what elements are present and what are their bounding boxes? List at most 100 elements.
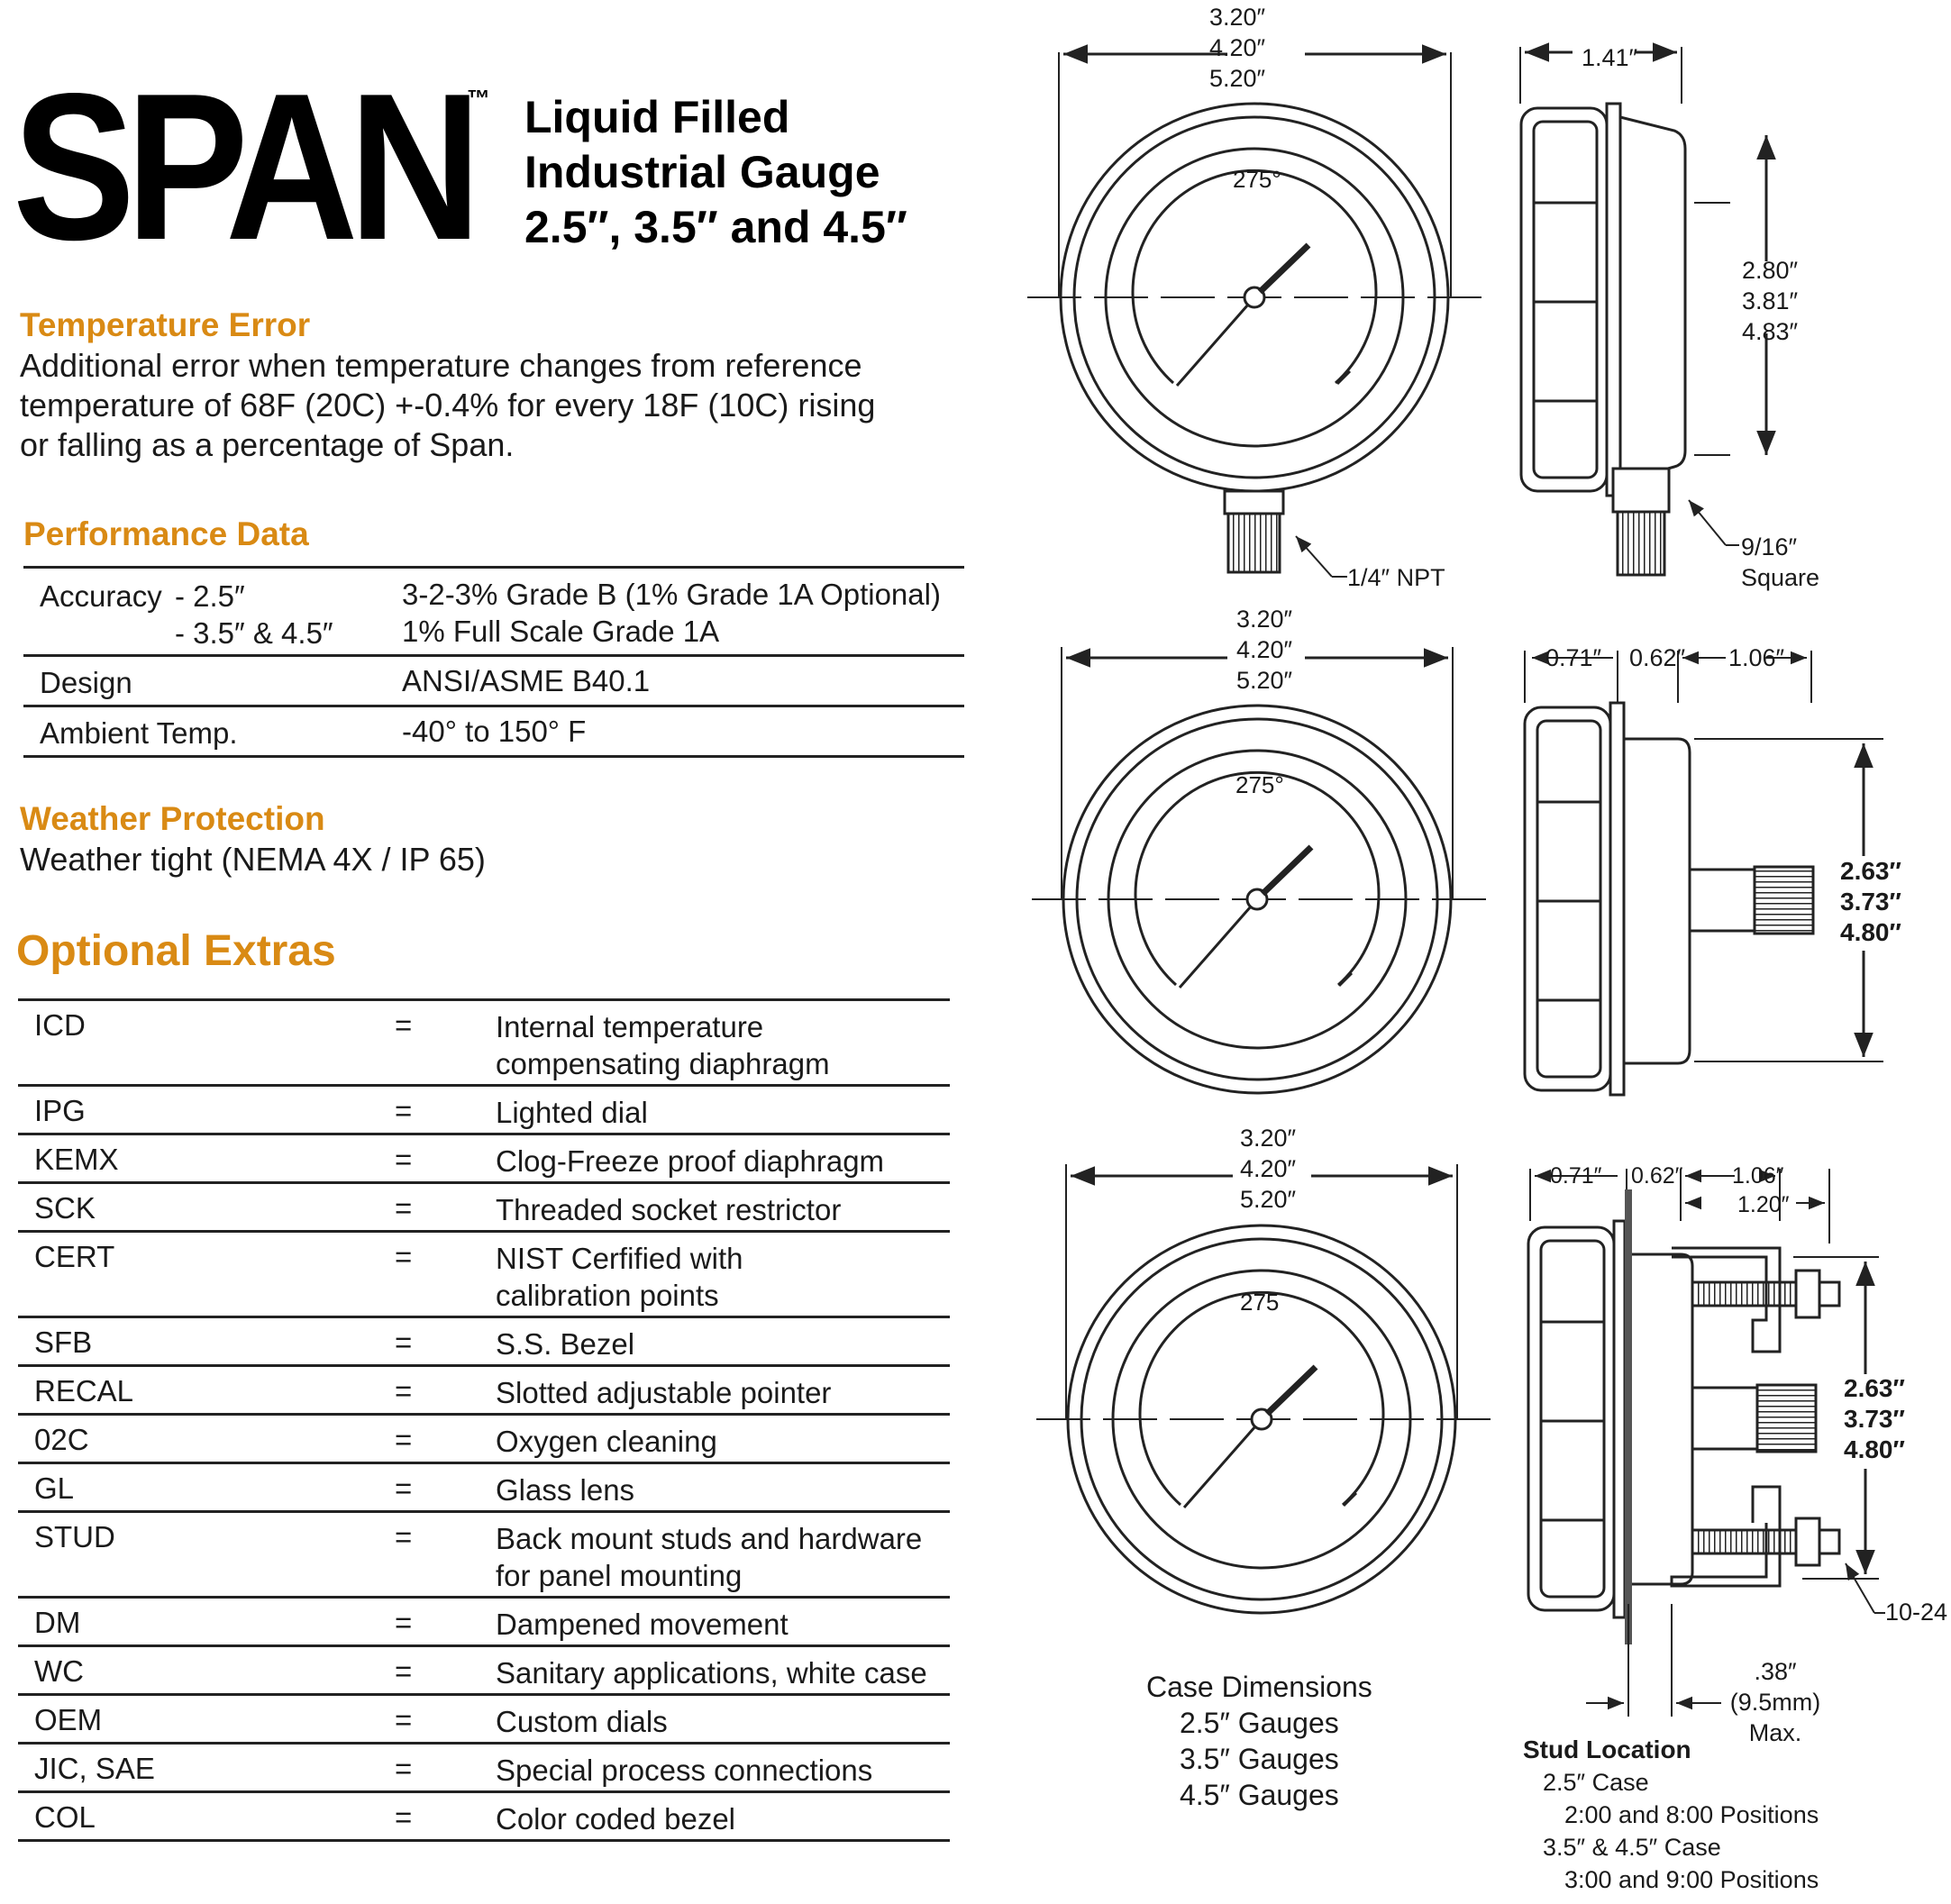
- extras-description-line: S.S. Bezel: [496, 1327, 635, 1361]
- dim-label: 4.83″: [1742, 318, 1799, 345]
- extras-row: WC=Sanitary applications, white case: [18, 1647, 950, 1696]
- extras-description-line: compensating diaphragm: [496, 1047, 830, 1080]
- stud-location-title: Stud Location: [1523, 1735, 1691, 1763]
- dim-label: 3.73″: [1844, 1405, 1905, 1433]
- caption-line: 2.5″ Gauges: [1179, 1707, 1339, 1739]
- dim-label: 2.63″: [1840, 857, 1901, 885]
- extras-equals: =: [395, 1471, 413, 1505]
- temperature-error-line: temperature of 68F (20C) +-0.4% for ever…: [20, 387, 876, 424]
- extras-equals: =: [395, 1800, 413, 1834]
- extras-equals: =: [395, 1240, 413, 1273]
- dim-label: .38″: [1754, 1658, 1797, 1685]
- dim-label: 5.20″: [1209, 65, 1266, 92]
- span-logo: SPAN: [13, 50, 481, 284]
- diameter-labels-middle: 3.20″ 4.20″ 5.20″: [1236, 604, 1292, 696]
- extras-code: COL: [34, 1800, 96, 1834]
- stud-thread-label: 10-24: [1885, 1599, 1948, 1626]
- extras-row: RECAL=Slotted adjustable pointer: [18, 1367, 950, 1416]
- accuracy-size: - 2.5″: [175, 579, 245, 613]
- extras-equals: =: [395, 1520, 413, 1553]
- dim-label: 5.20″: [1236, 667, 1293, 694]
- dim-label: 3.81″: [1742, 287, 1799, 314]
- title-line-1: Liquid Filled: [524, 92, 790, 142]
- extras-row: IPG = Lighted dial: [18, 1087, 950, 1135]
- extras-code: OEM: [34, 1703, 103, 1736]
- dim-label: 3.20″: [1236, 606, 1293, 633]
- weather-text: Weather tight (NEMA 4X / IP 65): [20, 840, 486, 879]
- dim-106-label: 1.06″: [1728, 644, 1785, 671]
- extras-code: SCK: [34, 1191, 96, 1225]
- extras-equals: =: [395, 1703, 413, 1736]
- extras-description-line: Lighted dial: [496, 1096, 648, 1129]
- extras-row: KEMX=Clog-Freeze proof diaphragm: [18, 1135, 950, 1184]
- side-view-panel-mount: [1527, 1169, 1885, 1717]
- height-labels-side2: 2.63″ 3.73″ 4.80″: [1840, 856, 1901, 948]
- height-labels-side3: 2.63″ 3.73″ 4.80″: [1844, 1373, 1905, 1465]
- accuracy-value: 3-2-3% Grade B (1% Grade 1A Optional): [402, 578, 941, 611]
- extras-description: Dampened movement: [496, 1606, 789, 1643]
- dim-label: 4.20″: [1236, 636, 1293, 663]
- extras-description: Slotted adjustable pointer: [496, 1374, 831, 1411]
- caption-line: 4.5″ Gauges: [1179, 1779, 1339, 1811]
- extras-code: WC: [34, 1654, 84, 1688]
- extras-description-line: Custom dials: [496, 1705, 668, 1738]
- front-view-bottom-connection: [1027, 44, 1487, 578]
- extras-equals: =: [395, 1606, 413, 1639]
- stud-location-details: 2.5″ Case 2:00 and 8:00 Positions 3.5″ &…: [1543, 1766, 1819, 1896]
- extras-code: ICD: [34, 1008, 86, 1042]
- temperature-error-text: Additional error when temperature change…: [20, 346, 875, 465]
- extras-row: JIC, SAE=Special process connections: [18, 1745, 950, 1793]
- temperature-error-line: Additional error when temperature change…: [20, 347, 862, 384]
- accuracy-label: Accuracy: [40, 579, 162, 613]
- dim-label: 2.63″: [1844, 1374, 1905, 1402]
- extras-row: DM=Dampened movement: [18, 1599, 950, 1647]
- stud-location-line: 3.5″ & 4.5″ Case: [1543, 1834, 1721, 1861]
- product-title: Liquid Filled Industrial Gauge 2.5″, 3.5…: [524, 90, 907, 255]
- extras-description: Custom dials: [496, 1703, 668, 1740]
- extras-code: SFB: [34, 1326, 93, 1359]
- extras-description: Glass lens: [496, 1471, 634, 1508]
- extras-equals: =: [395, 1326, 413, 1359]
- stud-max-label: .38″ (9.5mm) Max.: [1726, 1656, 1825, 1748]
- extras-row: OEM = Custom dials: [18, 1696, 950, 1745]
- front-view-back-connection: [1032, 647, 1487, 1095]
- extras-equals: =: [395, 1094, 413, 1127]
- extras-description-line: Internal temperature: [496, 1010, 764, 1043]
- weather-heading: Weather Protection: [20, 800, 325, 837]
- ambient-label: Ambient Temp.: [40, 716, 238, 750]
- accuracy-value: 1% Full Scale Grade 1A: [402, 615, 720, 648]
- title-line-2: Industrial Gauge: [524, 147, 880, 197]
- extras-description: Threaded socket restrictor: [496, 1191, 841, 1228]
- extras-description-line: Color coded bezel: [496, 1802, 735, 1836]
- dim-062-label: 0.62″: [1631, 1163, 1683, 1189]
- temperature-error-line: or falling as a percentage of Span.: [20, 426, 515, 463]
- extras-description-line: calibration points: [496, 1279, 719, 1312]
- performance-row-design: Design ANSI/ASME B40.1: [23, 657, 964, 707]
- square-label: 9/16″ Square: [1741, 532, 1819, 593]
- extras-row: GL=Glass lens: [18, 1464, 950, 1513]
- extras-row: SFB = S.S. Bezel: [18, 1318, 950, 1367]
- optional-extras-heading: Optional Extras: [16, 927, 336, 975]
- ambient-value: -40° to 150° F: [402, 715, 587, 748]
- extras-description: Clog-Freeze proof diaphragm: [496, 1143, 884, 1180]
- dim-071-label: 0.71″: [1550, 1163, 1602, 1189]
- dim-120-label: 1.20″: [1737, 1192, 1790, 1217]
- height-labels-side1: 2.80″ 3.81″ 4.83″: [1742, 255, 1798, 347]
- scale-label: 275: [1240, 1289, 1280, 1316]
- extras-row: ICD = Internal temperature compensating dia…: [18, 1001, 950, 1087]
- extras-equals: =: [395, 1191, 413, 1225]
- design-value: ANSI/ASME B40.1: [402, 664, 651, 697]
- extras-equals: =: [395, 1008, 413, 1042]
- extras-equals: =: [395, 1374, 413, 1408]
- stud-location-line: 2:00 and 8:00 Positions: [1564, 1801, 1819, 1828]
- extras-code: IPG: [34, 1094, 86, 1127]
- dim-label: 3.73″: [1840, 888, 1901, 916]
- extras-code: 02C: [34, 1423, 89, 1456]
- extras-description-line: NIST Cerfified with: [496, 1242, 743, 1275]
- extras-code: JIC, SAE: [34, 1752, 155, 1785]
- extras-description: Lighted dial: [496, 1094, 648, 1131]
- dim-label: 3.20″: [1209, 4, 1266, 31]
